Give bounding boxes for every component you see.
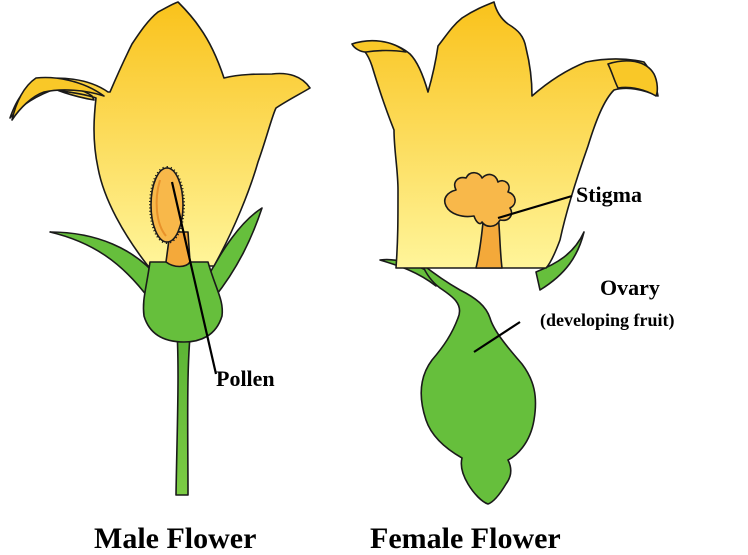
female-flower-caption: Female Flower [370, 522, 561, 555]
female-ovary [421, 264, 535, 504]
male-flower [10, 2, 310, 495]
stigma-label: Stigma [576, 182, 642, 207]
male-receptacle [143, 262, 222, 342]
male-flower-caption: Male Flower [94, 522, 256, 555]
ovary-note-label: (developing fruit) [540, 310, 675, 331]
pollen-label: Pollen [216, 366, 275, 391]
ovary-label: Ovary [600, 275, 660, 300]
male-stem [176, 318, 192, 495]
female-petal-curl-left [352, 41, 406, 52]
female-petal-curl-right [608, 61, 657, 96]
female-petals [354, 2, 658, 268]
female-flower [352, 2, 658, 504]
